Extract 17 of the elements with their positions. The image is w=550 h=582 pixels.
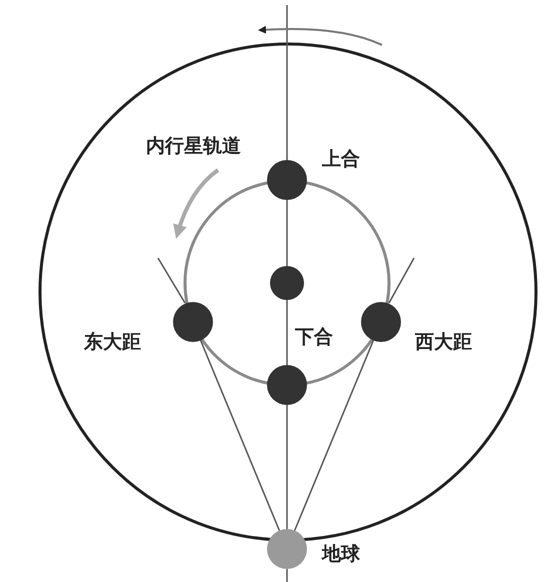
position-label: 上合 xyxy=(322,150,360,169)
sight-line xyxy=(286,405,288,529)
sight-line xyxy=(286,300,288,365)
position-label: 下合 xyxy=(295,328,333,347)
planet-circle xyxy=(267,365,307,405)
planet-circle xyxy=(173,302,213,342)
sight-line xyxy=(200,340,280,531)
planet-circle xyxy=(361,302,401,342)
sun-circle xyxy=(270,266,304,300)
position-label: 地球 xyxy=(322,545,360,564)
position-label: 西大距 xyxy=(415,333,472,352)
sight-line xyxy=(294,340,374,531)
planet-circle xyxy=(267,160,307,200)
position-label: 东大距 xyxy=(84,333,141,352)
sight-line xyxy=(286,200,288,266)
earth-circle xyxy=(267,529,307,569)
orbit-label: 内行星轨道 xyxy=(146,137,241,156)
